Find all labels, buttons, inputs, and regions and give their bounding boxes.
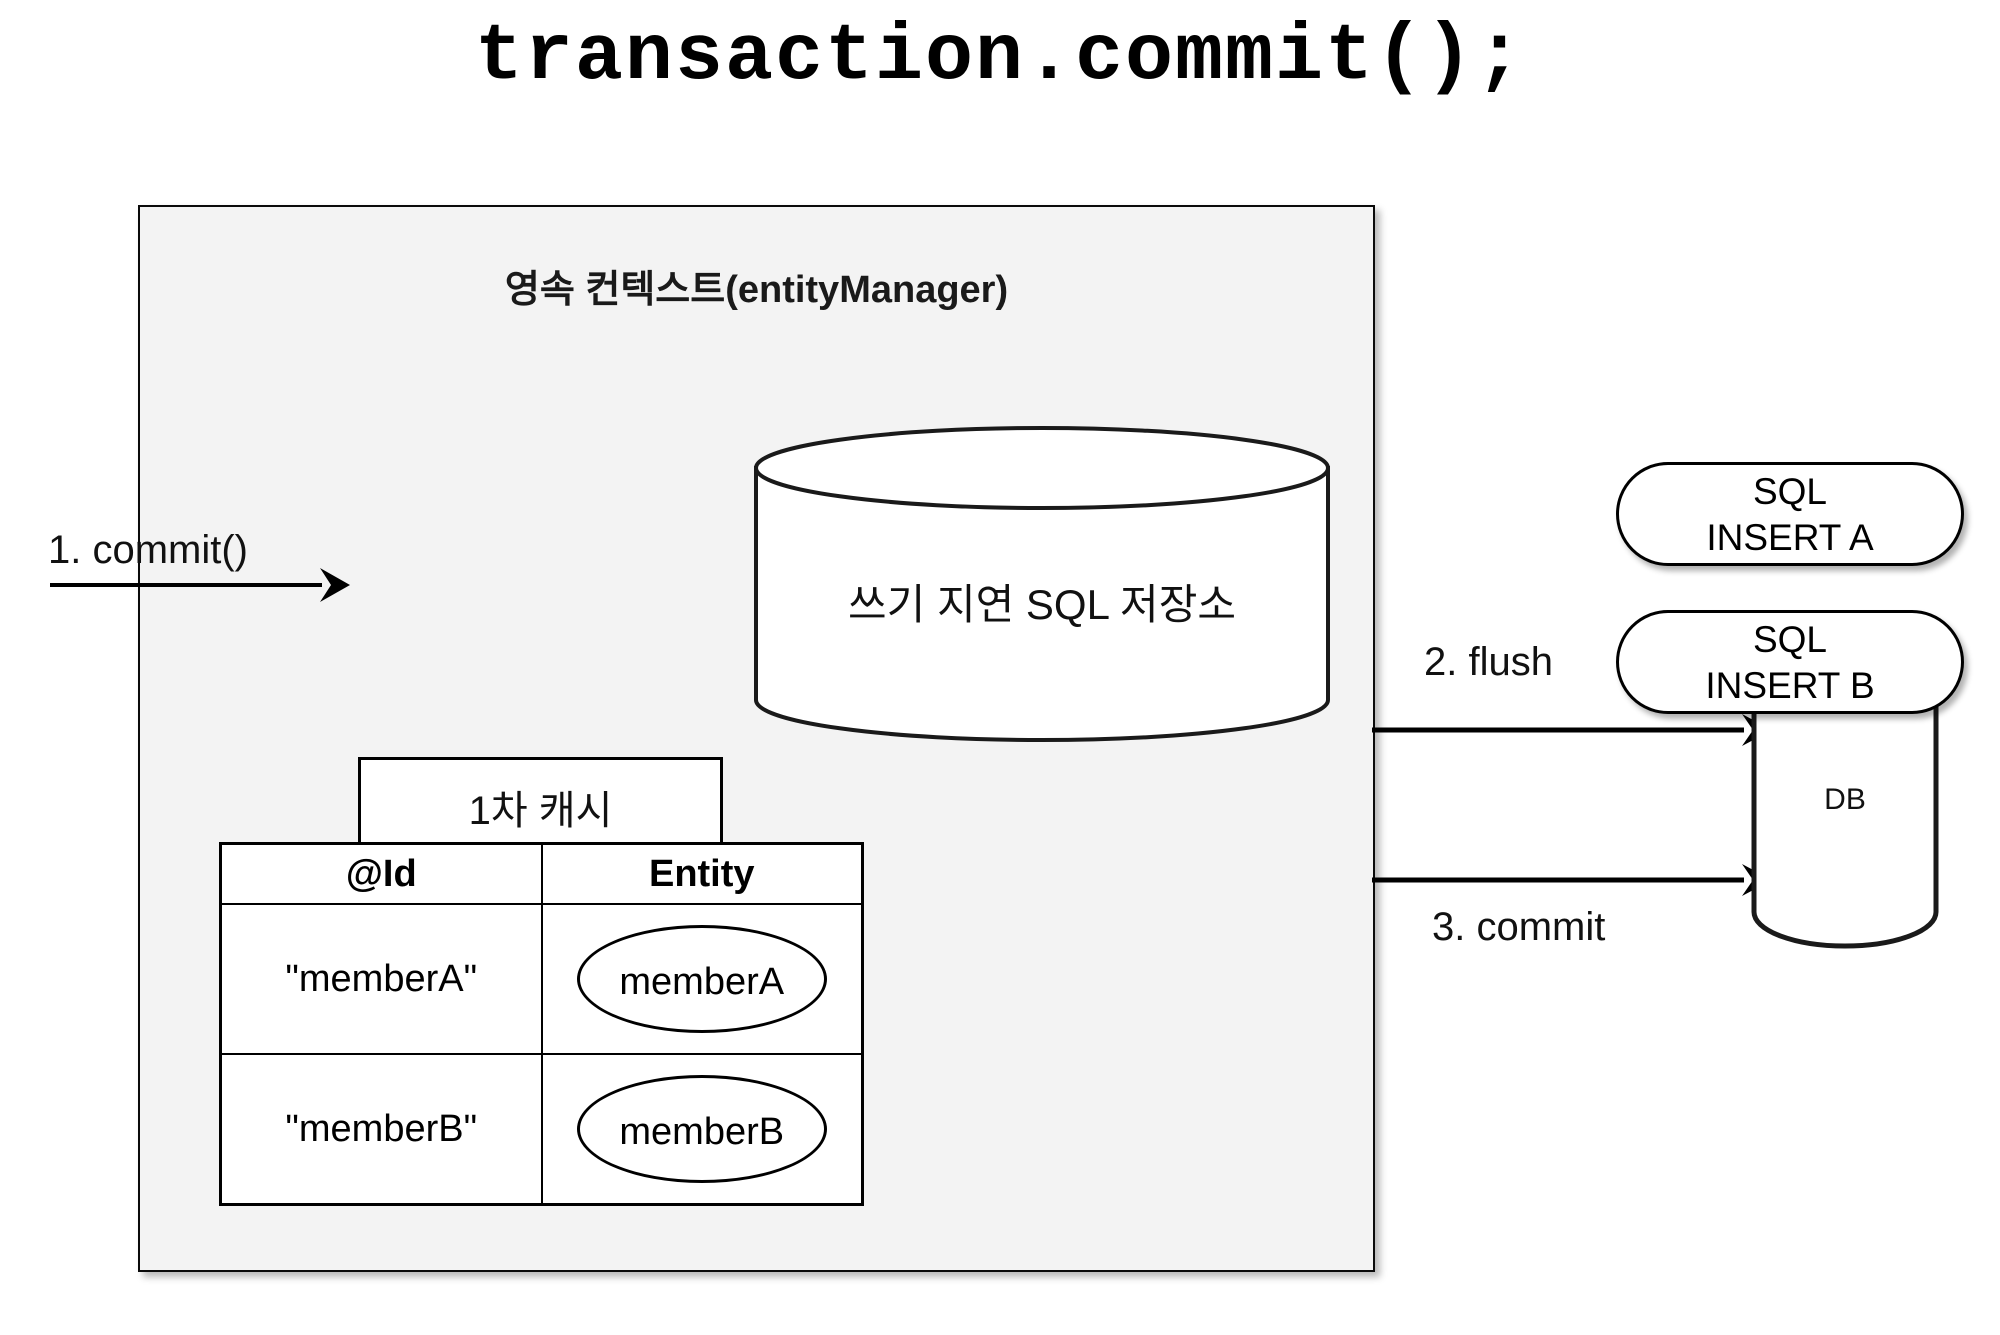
db-commit-arrow-icon: [1372, 864, 1772, 896]
sql-statement-a-line2: INSERT A: [1706, 517, 1874, 558]
entity-ellipse: memberB: [576, 1075, 827, 1183]
database-label: DB: [1824, 783, 1866, 816]
sql-statement-b: SQL INSERT B: [1616, 610, 1964, 714]
commit-arrow-icon: [50, 568, 350, 602]
cell-id: "memberA": [219, 903, 543, 1055]
table-row: "memberB" memberB: [219, 1053, 864, 1206]
flush-flow-label: 2. flush: [1424, 640, 1553, 684]
first-level-cache-tab: [358, 757, 723, 845]
table-row: "memberA" memberA: [219, 903, 864, 1055]
sql-statement-a-line1: SQL: [1752, 471, 1828, 512]
cell-id: "memberB": [219, 1053, 543, 1206]
table-header-row: @Id Entity: [219, 842, 864, 905]
cell-entity: memberB: [540, 1053, 864, 1206]
db-commit-flow-label: 3. commit: [1432, 905, 1606, 949]
column-header-id: @Id: [219, 842, 543, 905]
column-header-entity: Entity: [540, 842, 864, 905]
sql-store-label: 쓰기 지연 SQL 저장소: [848, 581, 1236, 628]
persistence-context-label: 영속 컨텍스트(entityManager): [504, 269, 1009, 311]
commit-flow-label: 1. commit(): [48, 528, 248, 572]
entity-ellipse: memberA: [576, 925, 827, 1033]
first-level-cache-table: @Id Entity "memberA" memberA "memberB" m…: [219, 842, 864, 1206]
first-level-cache-tab-label: 1차 캐시: [468, 789, 613, 833]
sql-statement-b-line2: INSERT B: [1705, 665, 1875, 706]
sql-statement-a: SQL INSERT A: [1616, 462, 1964, 566]
page-title: transaction.commit();: [474, 12, 1526, 103]
sql-statement-b-line1: SQL: [1752, 619, 1828, 660]
sql-store-cylinder-icon: [754, 426, 1330, 742]
flush-arrow-icon: [1372, 714, 1772, 746]
cell-entity: memberA: [540, 903, 864, 1055]
database-cylinder-icon: [1751, 701, 1939, 949]
